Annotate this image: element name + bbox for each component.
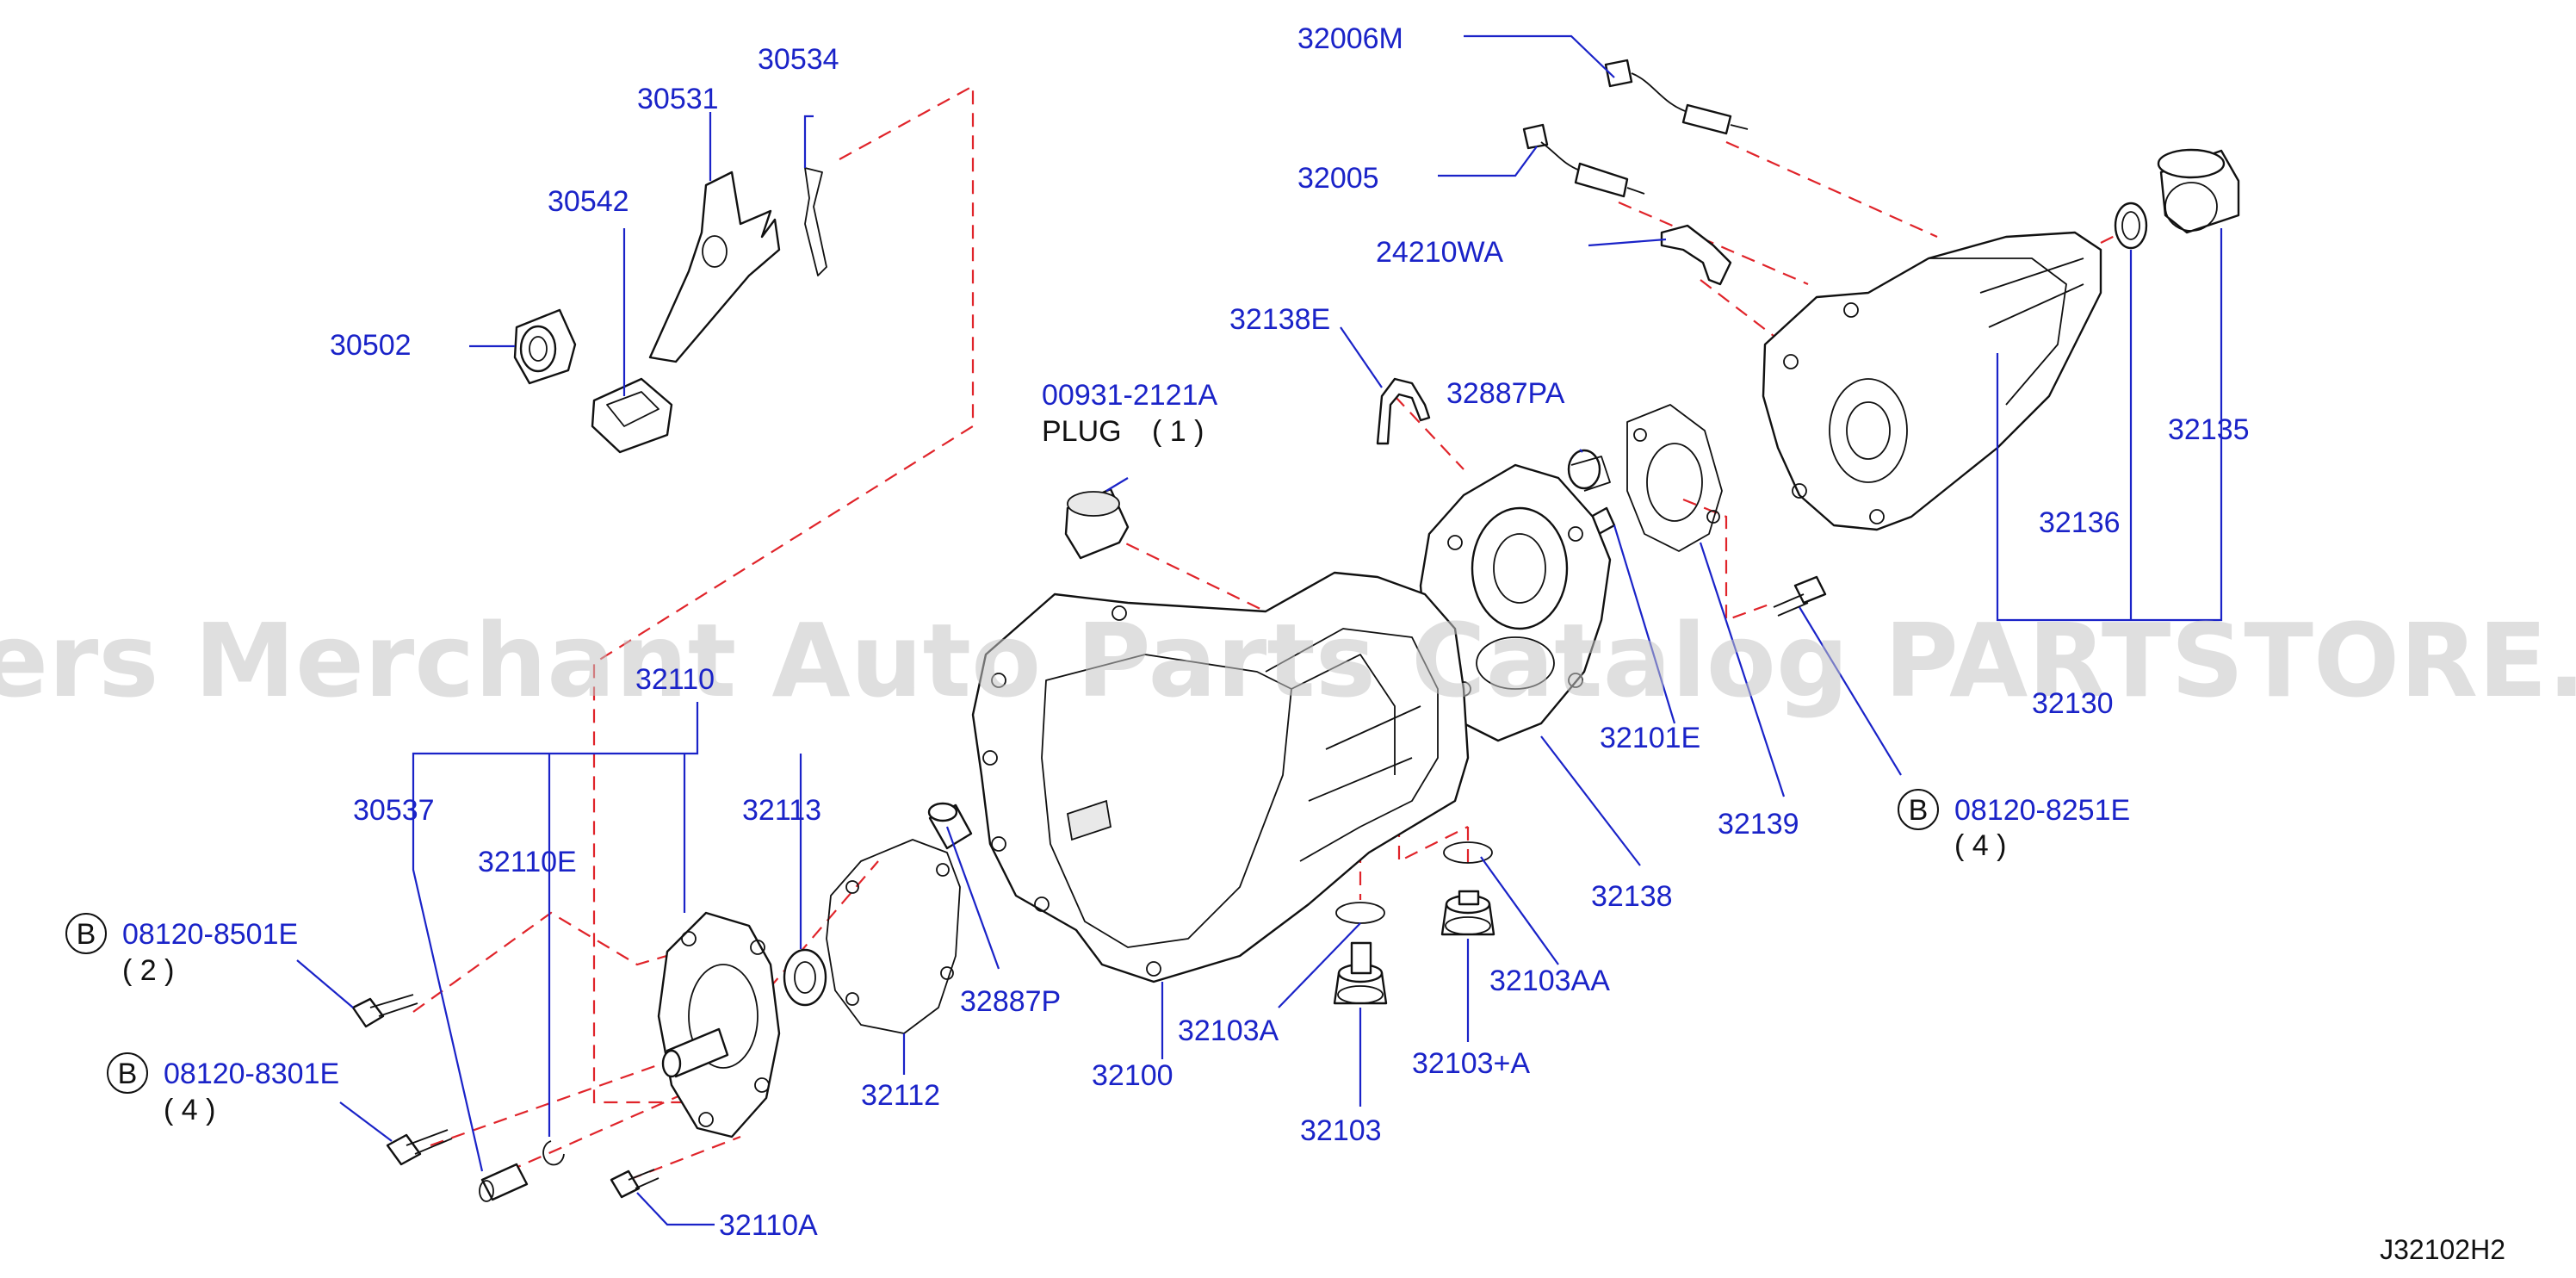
plug-drawing [1064, 487, 1130, 560]
bolt-marker-8501E: B [65, 913, 107, 954]
label-32100[interactable]: 32100 [1092, 1059, 1173, 1092]
bolt-8251E-drawing [1773, 575, 1827, 617]
release-bearing-drawing [513, 308, 577, 385]
label-32113[interactable]: 32113 [742, 794, 821, 827]
label-30542[interactable]: 30542 [548, 185, 629, 218]
watermark: Offers Merchant Auto Parts Catalog PARTS… [0, 601, 2576, 720]
label-plug-qty: ( 1 ) [1152, 415, 1204, 448]
washer-32103AA-drawing [1443, 841, 1493, 864]
breather-drawing [1376, 377, 1431, 445]
label-32138[interactable]: 32138 [1591, 880, 1673, 913]
part-drawings [351, 59, 2240, 1202]
washer-32103A-drawing [1335, 902, 1385, 924]
svg-text:B: B [1909, 794, 1929, 827]
stud-30537-drawing [479, 1163, 529, 1202]
label-32103A[interactable]: 32103A [1178, 1014, 1279, 1047]
extension-bushing-drawing [2157, 148, 2240, 234]
label-32135[interactable]: 32135 [2168, 413, 2250, 446]
label-32139[interactable]: 32139 [1718, 808, 1799, 841]
bolt-marker-8251E: B [1898, 789, 1939, 830]
label-32138E[interactable]: 32138E [1229, 303, 1330, 336]
label-30531[interactable]: 30531 [637, 83, 719, 115]
label-32887P[interactable]: 32887P [960, 985, 1061, 1018]
label-08120-8301E[interactable]: 08120-8301E [164, 1058, 339, 1090]
diagram-code: J32102H2 [2380, 1234, 2505, 1265]
transmission-case-drawing [971, 571, 1470, 983]
svg-text:B: B [118, 1058, 138, 1090]
label-32103AA[interactable]: 32103AA [1489, 965, 1610, 997]
rear-gasket-drawing [1626, 404, 1723, 552]
part-labels: 30534 30531 30542 30502 32006M 32005 242… [65, 22, 2250, 1242]
label-08120-8501E[interactable]: 08120-8501E [122, 918, 298, 951]
label-32887PA[interactable]: 32887PA [1446, 377, 1565, 410]
label-32110A[interactable]: 32110A [719, 1209, 818, 1242]
bolt-8301E-drawing [386, 1129, 453, 1166]
label-30502[interactable]: 30502 [330, 329, 412, 362]
speed-sensor-drawing [1604, 59, 1749, 135]
label-32110E[interactable]: 32110E [478, 846, 577, 878]
seal-ring-drawing [2114, 202, 2148, 250]
bolt-32110A-drawing [610, 1169, 659, 1199]
label-30537[interactable]: 30537 [353, 794, 435, 827]
label-32130[interactable]: 32130 [2032, 687, 2114, 720]
label-32006M[interactable]: 32006M [1297, 22, 1403, 55]
front-cover-drawing [657, 911, 781, 1138]
label-32005[interactable]: 32005 [1297, 162, 1379, 195]
label-30534[interactable]: 30534 [758, 43, 839, 76]
label-plug: PLUG [1042, 415, 1122, 448]
position-switch-drawing [1522, 123, 1645, 198]
retainer-spring-drawing [804, 167, 827, 276]
label-qty-8251E: ( 4 ) [1954, 829, 2006, 862]
front-gasket-drawing [826, 839, 961, 1034]
leader-lines [296, 34, 2223, 1226]
adapter-plate-drawing [1419, 463, 1612, 742]
label-32103+A[interactable]: 32103+A [1412, 1047, 1530, 1080]
label-32103[interactable]: 32103 [1300, 1114, 1382, 1147]
label-32110[interactable]: 32110 [635, 663, 715, 696]
label-08120-8251E[interactable]: 08120-8251E [1954, 794, 2130, 827]
bolt-marker-8301E: B [107, 1052, 148, 1094]
label-qty-8501E: ( 2 ) [122, 954, 174, 987]
rear-extension-drawing [1762, 231, 2102, 531]
label-32101E[interactable]: 32101E [1600, 722, 1700, 754]
label-32136[interactable]: 32136 [2039, 506, 2121, 539]
label-00931-2121A[interactable]: 00931-2121A [1042, 379, 1218, 412]
label-32112[interactable]: 32112 [861, 1079, 940, 1112]
drain-plug-drawing [1333, 941, 1388, 1005]
label-24210WA[interactable]: 24210WA [1376, 236, 1503, 269]
dowel-pin-lower-drawing [927, 802, 973, 850]
bolt-8501E-drawing [351, 994, 418, 1028]
filler-plug-drawing [1440, 890, 1495, 936]
harness-clip-drawing [1660, 224, 1732, 286]
svg-text:B: B [77, 918, 96, 951]
clip-32110E-drawing [542, 1140, 565, 1166]
pivot-boot-drawing [591, 377, 673, 454]
label-qty-8301E: ( 4 ) [164, 1094, 215, 1126]
oil-seal-drawing [783, 948, 827, 1007]
